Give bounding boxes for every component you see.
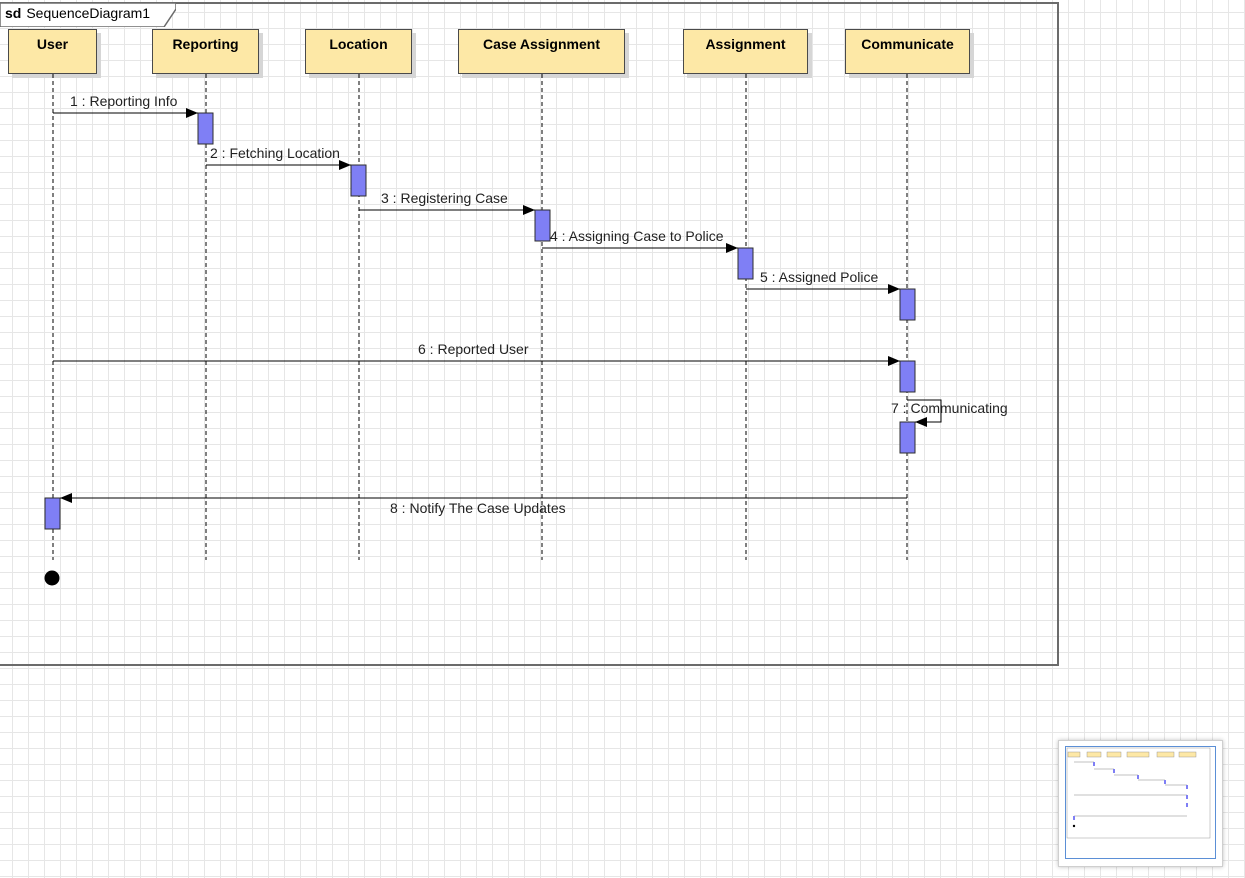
- message-label-4: 4 : Assigning Case to Police: [550, 228, 724, 244]
- frame-title-tab: [0, 3, 176, 27]
- sequence-diagram-frame[interactable]: [0, 2, 1059, 666]
- activation-bar-communicate-3[interactable]: [899, 421, 916, 454]
- frame-name: SequenceDiagram1: [26, 5, 151, 21]
- lifeline-assignment[interactable]: Assignment: [683, 29, 808, 74]
- message-label-1: 1 : Reporting Info: [70, 93, 178, 109]
- activation-bar-assignment[interactable]: [737, 247, 754, 280]
- message-label-8: 8 : Notify The Case Updates: [390, 500, 566, 516]
- message-label-6: 6 : Reported User: [418, 341, 529, 357]
- message-label-2: 2 : Fetching Location: [210, 145, 340, 161]
- frame-keyword: sd: [5, 5, 22, 21]
- lifeline-reporting[interactable]: Reporting: [152, 29, 259, 74]
- lifeline-location[interactable]: Location: [305, 29, 412, 74]
- activation-bar-reporting[interactable]: [197, 112, 214, 145]
- message-label-5: 5 : Assigned Police: [760, 269, 879, 285]
- message-label-7: 7 : Communicating: [891, 400, 1008, 416]
- lifeline-case-assignment[interactable]: Case Assignment: [458, 29, 625, 74]
- minimap-viewport[interactable]: [1065, 746, 1216, 859]
- lifeline-terminator-user[interactable]: [44, 570, 60, 586]
- message-label-3: 3 : Registering Case: [381, 190, 508, 206]
- minimap-thumbnail: [1066, 747, 1211, 839]
- lifeline-communicate[interactable]: Communicate: [845, 29, 970, 74]
- activation-bar-case-assignment[interactable]: [534, 209, 551, 242]
- activation-bar-communicate-2[interactable]: [899, 360, 916, 393]
- overview-minimap[interactable]: [1058, 740, 1223, 867]
- activation-bar-communicate-1[interactable]: [899, 288, 916, 321]
- message-arrow-7-self[interactable]: [907, 399, 942, 427]
- activation-bar-location[interactable]: [350, 164, 367, 197]
- activation-bar-user[interactable]: [44, 497, 61, 530]
- lifeline-user[interactable]: User: [8, 29, 97, 74]
